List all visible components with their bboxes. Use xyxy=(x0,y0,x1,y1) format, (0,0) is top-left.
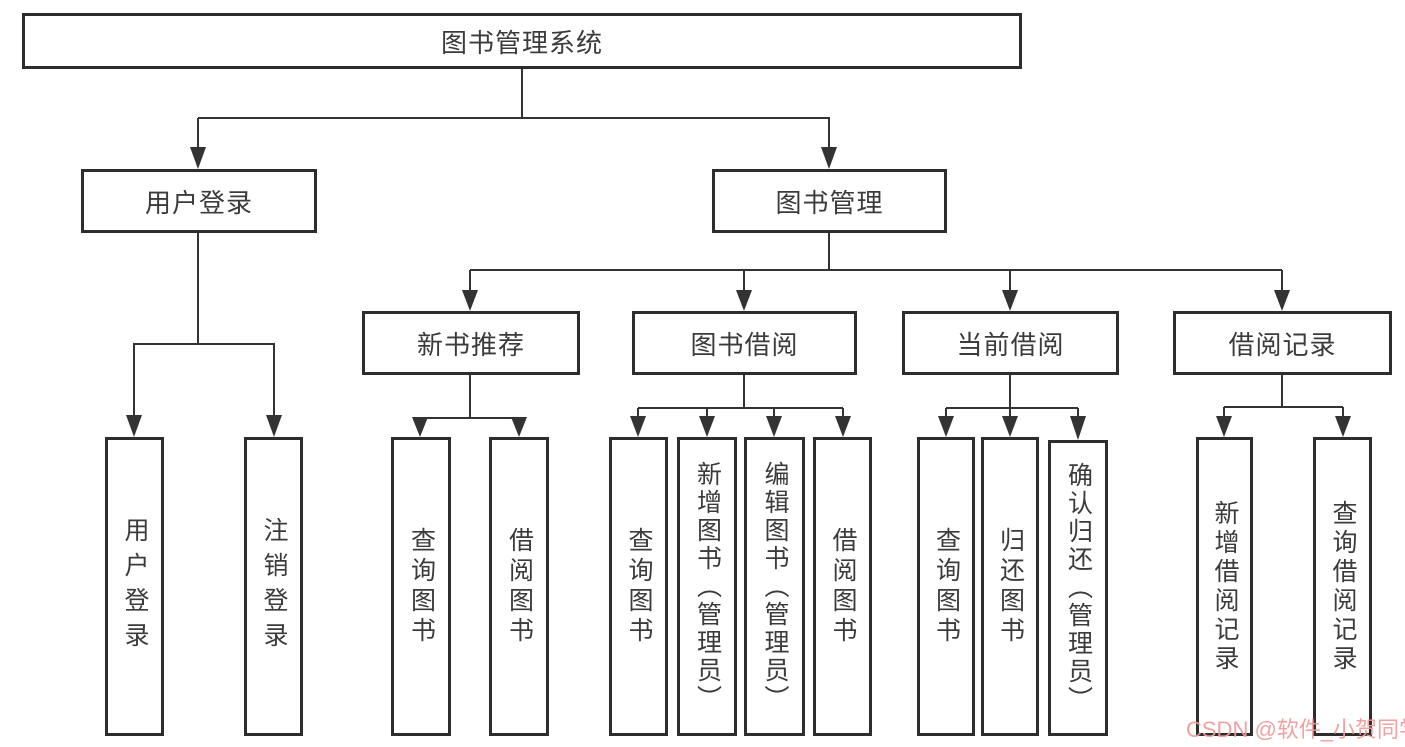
node-leaf-return-books: 归还图书 xyxy=(981,437,1039,736)
arrowhead-icon xyxy=(938,416,954,437)
watermark-text: CSDN @软件_小贺同学 xyxy=(1186,717,1405,742)
arrowhead-icon xyxy=(266,415,282,437)
node-book-management: 图书管理 xyxy=(712,169,947,233)
node-current-borrowing: 当前借阅 xyxy=(902,311,1119,375)
arrowhead-icon xyxy=(1335,416,1351,437)
node-leaf-logout: 注销登录 xyxy=(244,437,303,736)
arrowhead-icon xyxy=(126,415,142,437)
arrowhead-icon xyxy=(1216,416,1232,437)
arrowhead-icon xyxy=(699,416,715,437)
arrowhead-icon xyxy=(835,416,851,437)
node-leaf-query-borrow-record: 查询借阅记录 xyxy=(1313,437,1372,736)
node-leaf-query-books-2: 查询图书 xyxy=(609,437,668,736)
node-leaf-add-books-admin: 新增图书（管理员） xyxy=(677,437,737,736)
node-leaf-query-books-1: 查询图书 xyxy=(391,437,451,736)
node-leaf-confirm-return-admin: 确认归还（管理员） xyxy=(1048,440,1108,736)
arrowhead-icon xyxy=(736,290,752,311)
arrowhead-icon xyxy=(1274,290,1290,311)
node-leaf-borrow-books-2: 借阅图书 xyxy=(813,437,872,736)
arrowhead-icon xyxy=(1002,290,1018,311)
arrowhead-icon xyxy=(511,417,527,437)
node-user-login: 用户登录 xyxy=(81,169,317,233)
node-book-borrowing: 图书借阅 xyxy=(632,311,857,375)
arrowhead-icon xyxy=(630,416,646,437)
arrowhead-icon xyxy=(412,417,428,437)
node-leaf-query-books-3: 查询图书 xyxy=(917,437,975,736)
node-new-book-recommend: 新书推荐 xyxy=(362,311,580,375)
node-leaf-edit-books-admin: 编辑图书（管理员） xyxy=(744,437,805,736)
arrowhead-icon xyxy=(190,147,206,169)
node-library-system: 图书管理系统 xyxy=(22,13,1022,69)
node-leaf-add-borrow-record: 新增借阅记录 xyxy=(1196,437,1253,736)
node-leaf-user-login: 用户登录 xyxy=(105,437,164,736)
arrowhead-icon xyxy=(766,416,782,437)
arrowhead-icon xyxy=(1070,416,1086,440)
arrowhead-icon xyxy=(462,290,478,311)
node-leaf-borrow-books-1: 借阅图书 xyxy=(489,437,549,736)
node-borrow-records: 借阅记录 xyxy=(1173,311,1392,375)
arrowhead-icon xyxy=(1002,416,1018,437)
arrowhead-icon xyxy=(821,147,837,169)
